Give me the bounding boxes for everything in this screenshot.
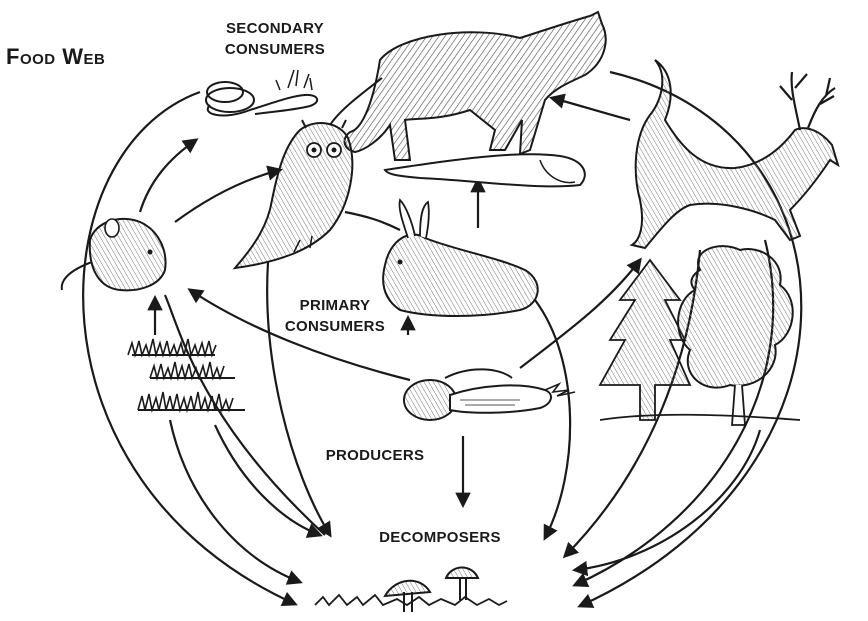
arrow-grass-to-decomposers-2: [215, 425, 320, 535]
label-secondary-consumers: SECONDARY CONSUMERS: [205, 18, 345, 60]
arrow-mouse-to-owl: [175, 170, 280, 222]
arrow-mouse-to-snake: [140, 140, 196, 212]
decomposers-illustration: [315, 568, 507, 613]
label-primary-line2: CONSUMERS: [280, 316, 390, 337]
arrow-deer-to-cougar: [552, 98, 630, 120]
label-decomposers: DECOMPOSERS: [360, 527, 520, 548]
label-producers: PRODUCERS: [305, 445, 445, 466]
cougar-illustration: [330, 12, 606, 186]
arrow-grass-to-decomposers-1: [170, 420, 300, 582]
arrow-rabbit-to-owl: [345, 212, 400, 230]
label-primary-consumers: PRIMARY CONSUMERS: [280, 295, 390, 337]
snake-illustration: [206, 70, 317, 115]
vegetables-illustration: [404, 369, 575, 420]
label-secondary-line1: SECONDARY: [205, 18, 345, 39]
label-secondary-line2: CONSUMERS: [205, 39, 345, 60]
deer-illustration: [632, 60, 838, 248]
arrow-rabbit-to-decomposers: [535, 300, 570, 538]
owl-illustration: [235, 120, 352, 268]
rabbit-illustration: [383, 200, 538, 316]
diagram-title: Food Web: [6, 44, 105, 70]
mouse-illustration: [62, 219, 166, 290]
label-primary-line1: PRIMARY: [280, 295, 390, 316]
